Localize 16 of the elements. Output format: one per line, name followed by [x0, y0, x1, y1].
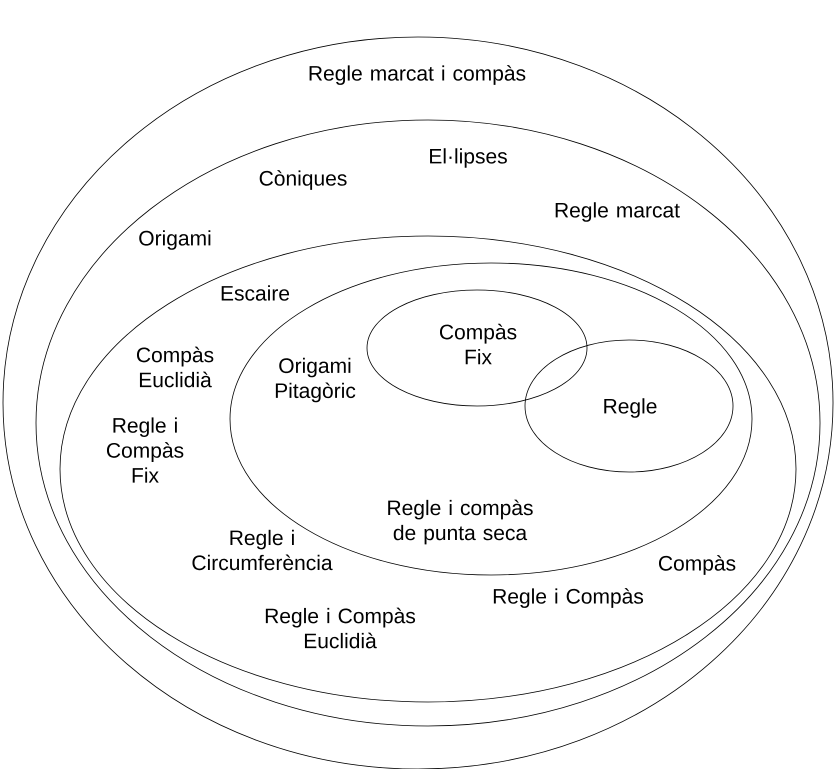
set-label: Regle marcat — [556, 202, 680, 222]
set-label: Compàs Euclidià — [136, 346, 214, 388]
set-label: Regle i Compàs Euclidià — [266, 608, 416, 648]
set-label: Regle i compàs de punta seca — [388, 500, 533, 544]
set-label: Regle — [604, 398, 656, 418]
set-label: Escaire — [222, 285, 290, 301]
set-label: Compàs Fix — [440, 324, 516, 364]
set-label: Compàs — [658, 555, 736, 575]
set-label: Regle marcat i compàs — [310, 65, 526, 85]
set-label: Origami Pitagòric — [276, 358, 356, 402]
set-label: Regle i Circumferència — [192, 530, 333, 570]
set-label: El·lipses — [430, 148, 507, 168]
set-label: Regle i Compàs Fix — [106, 417, 184, 483]
set-label: Origami — [139, 230, 210, 250]
set-label: Còniques — [260, 170, 347, 190]
set-label: Regle i Compàs — [494, 588, 644, 608]
